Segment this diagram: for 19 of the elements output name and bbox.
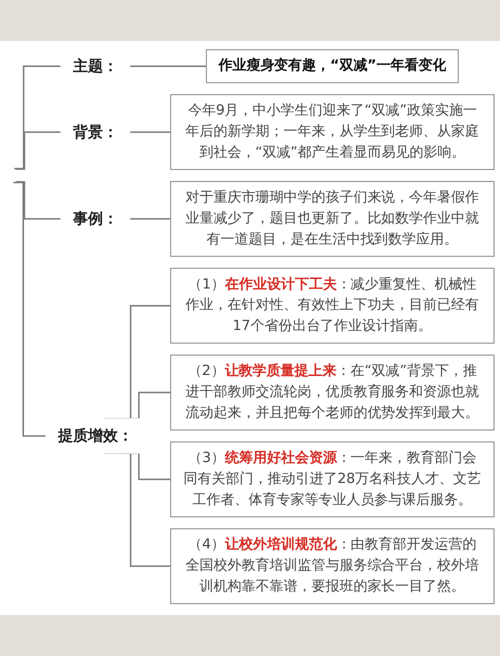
connector — [16, 180, 61, 220]
node-text: 事例： — [72, 209, 118, 228]
node-box — [170, 354, 494, 430]
node-text: 主题： — [72, 56, 118, 75]
node-box — [206, 48, 459, 83]
node-box — [170, 528, 494, 604]
connector — [130, 218, 171, 220]
connector — [130, 65, 206, 67]
node-box — [170, 94, 494, 170]
node-box — [170, 268, 494, 344]
card-background: 主题： 作业瘦身变有趣，“双减”一年看变化 背景： 今年9月，中小学生们迎来了“双减”政策实施一年后的新学期；一年来，从学生到老师、从家庭到社会，“双减”都产生着显而易见的影响。 事例： 对于重庆市珊瑚中学的孩子们来说，今年暑假作业量减少了，题目也更新了。比如数学作业中就有一道题目，是在生活中找到数学应用。 提质增效： （1）在作业设计下工夫：减少重复性、机械性作业，在针对性、有效性上下功夫，目前已经有17个省份出台了作业设计指南。 （2）让教学质量提上来：在“双减”背景下，推进干部教师交流轮岗，优质教育服务和资源也就流动起来，并且把每个老师的优势发挥到最大。 （3）统筹用好社会资源：一年来，教育部门会同有关部门，推动引进了28万名科技人才、文艺工作者、体育专家等专业人员参与课后服务。 （4）让校外培训规范化：由教育部开发运营的全国校外教育培训监管与服务综合平台，校外培训机构靠不靠谱，要报班的家长一目了然。 — [0, 40, 500, 616]
node-text: 背景： — [72, 122, 118, 141]
connector — [14, 65, 61, 170]
node-box — [170, 180, 494, 257]
node-box — [170, 441, 494, 517]
connector — [130, 131, 171, 133]
connector — [16, 131, 61, 170]
connector — [14, 181, 46, 436]
connector — [104, 452, 171, 567]
